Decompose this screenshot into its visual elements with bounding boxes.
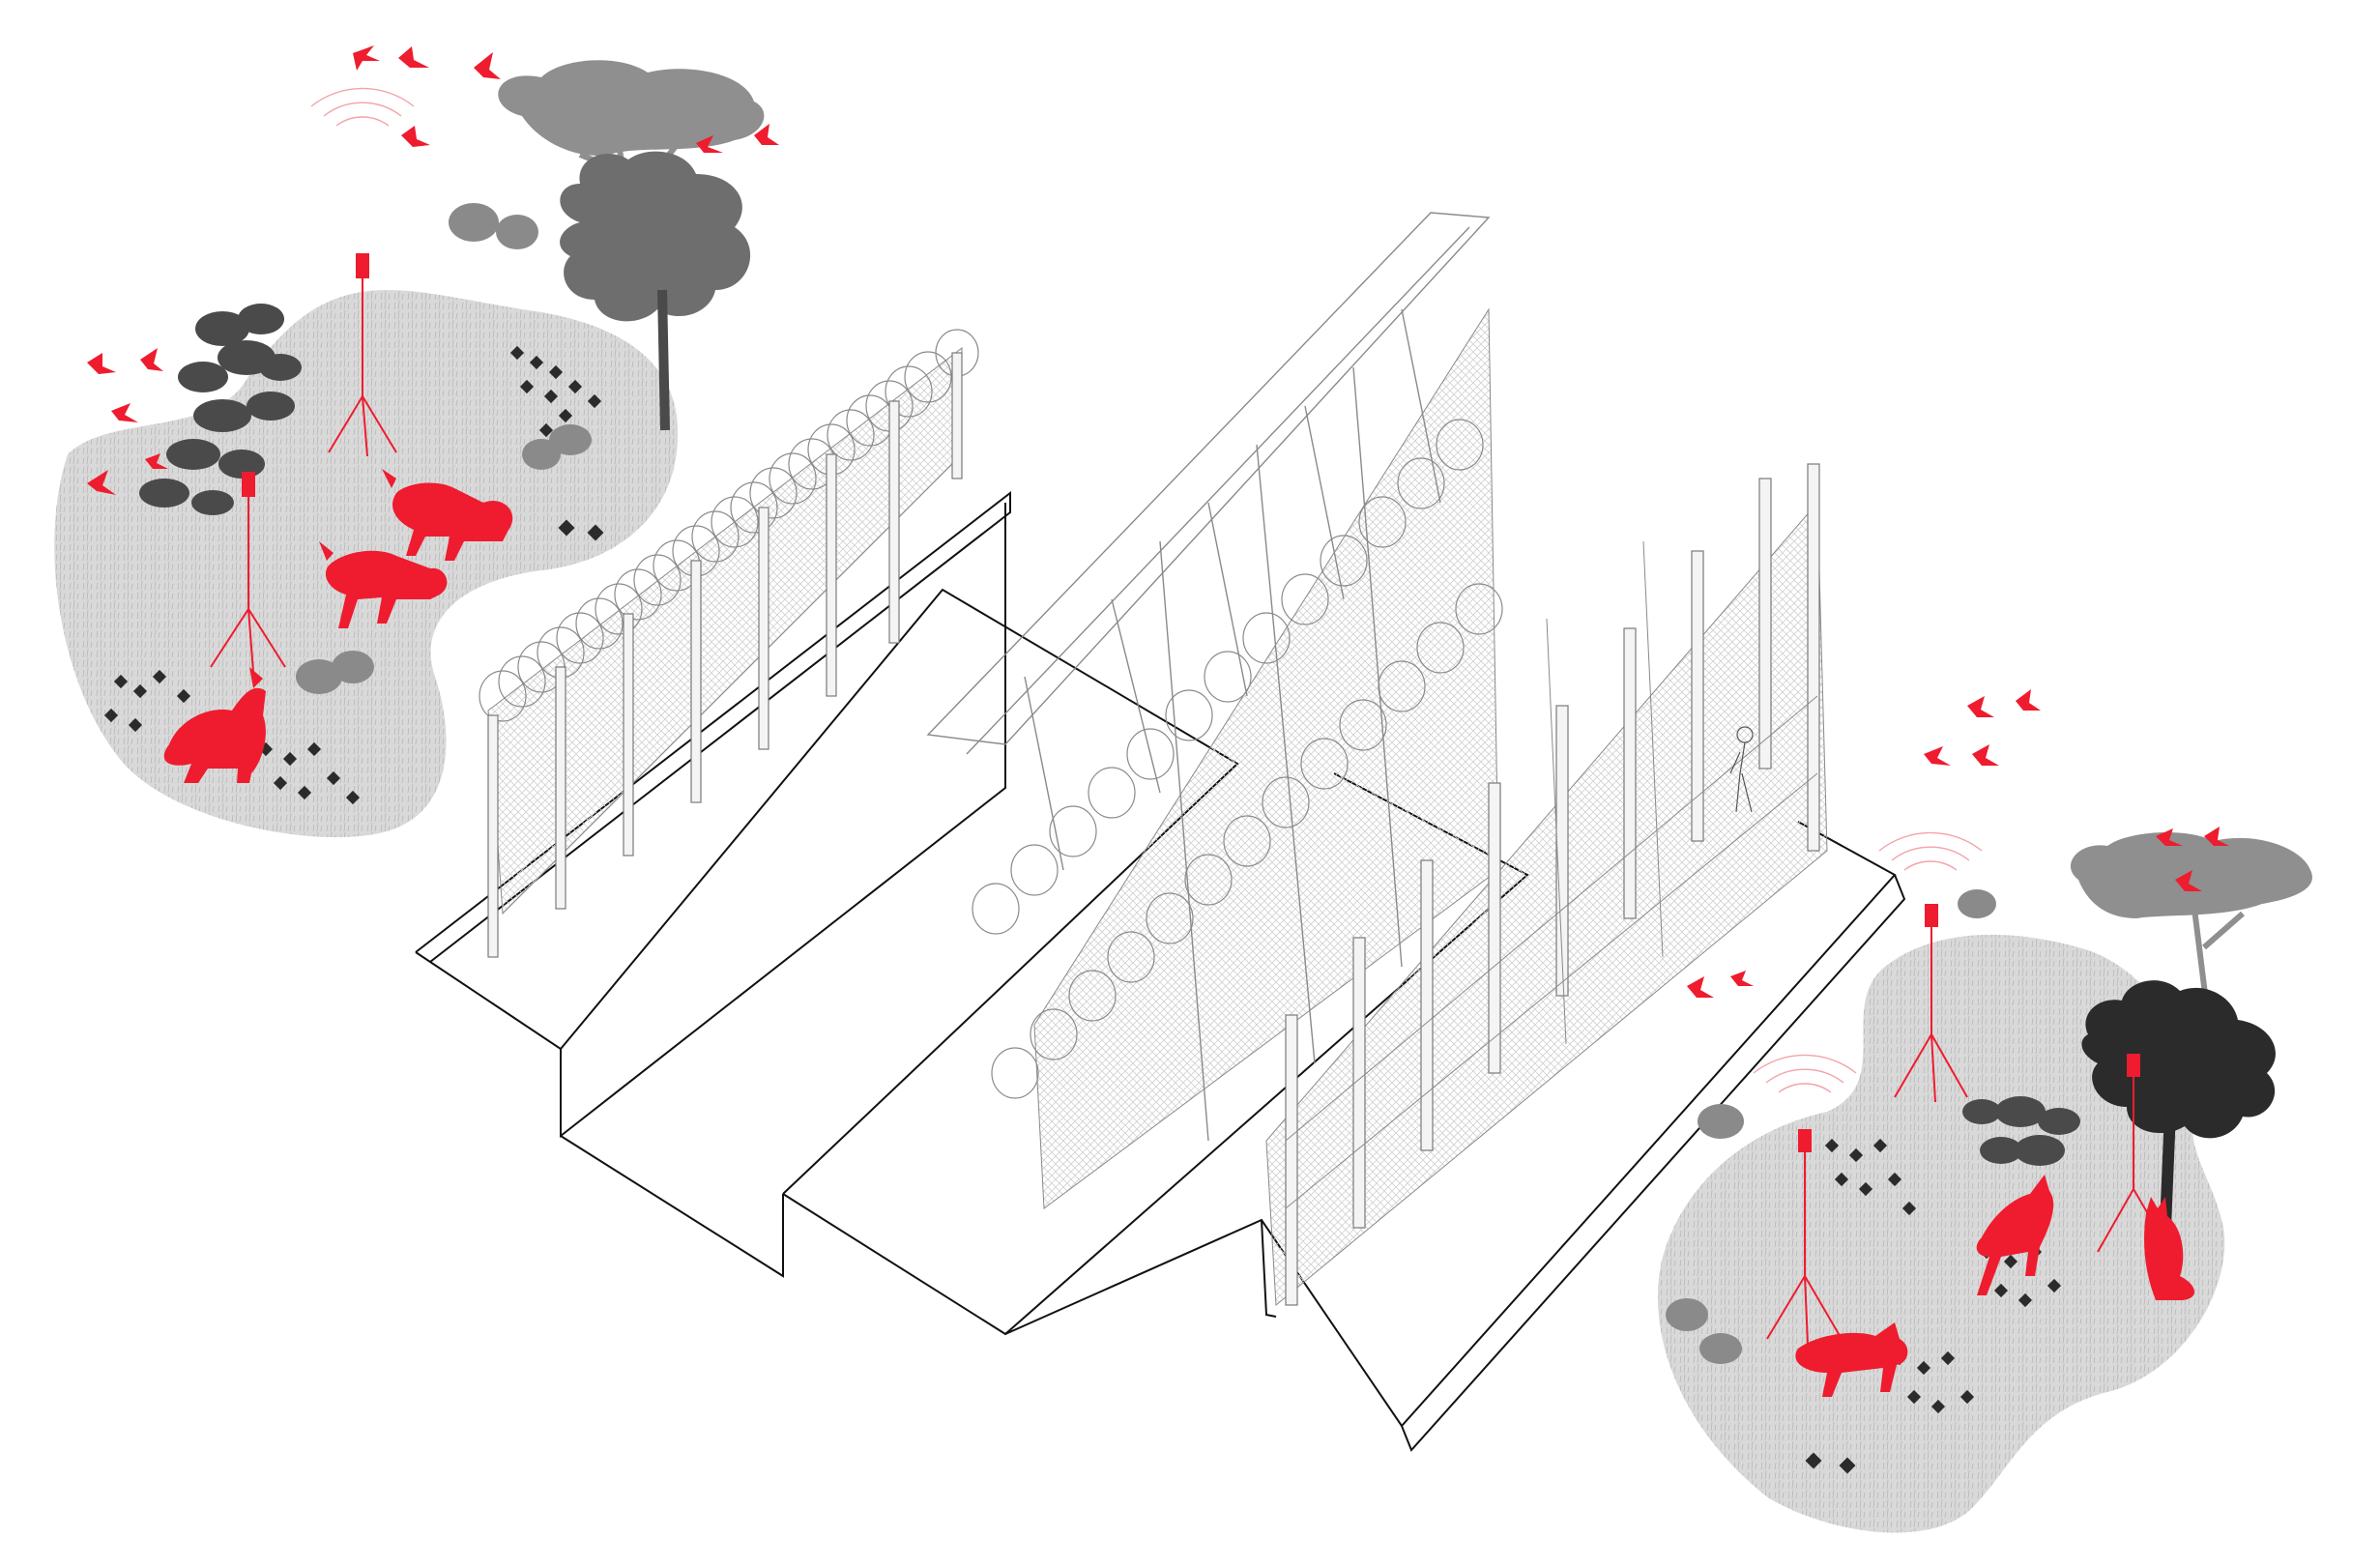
fox-left-3 [163,667,266,783]
gate-birds [1687,971,1754,998]
right-habitat [1657,689,2312,1533]
monstera-leaves-right [1666,889,1996,1364]
monstera-leaves-left [296,203,592,694]
bracing-right [1285,540,1818,1209]
fox-right-3 [1795,1322,1908,1397]
fence-posts-right [1285,463,1820,1306]
razor-wire-centre [972,419,1503,1099]
right-grass-texture [1657,934,2225,1533]
sensor-mast-right-2 [1753,1054,1857,1345]
ground-leaf-clusters-left [103,345,604,805]
fence-line-right [1265,463,1828,1307]
fence-posts-left [487,352,963,958]
fence-line-centre [926,212,1503,1209]
terrain-upper-left [415,490,1011,963]
dark-bush-right [1962,1096,2080,1166]
fox-left-2 [319,541,448,628]
leafy-tree-left [560,151,751,431]
birds-left [87,45,779,495]
sensor-mast-left-2 [210,472,286,673]
umbrella-tree-right [2070,831,2312,1026]
terrain-middle-slab [560,588,1239,1195]
sensor-mast-right-1 [1878,831,1983,1103]
human-silhouette [1729,726,1754,813]
fox-right-1 [1976,1175,2054,1295]
dark-bush-left [139,304,302,515]
birds-right [1924,689,2229,891]
sensor-mast-left-1 [310,87,415,457]
fox-left-1 [382,469,513,561]
overhang-frame-centre [926,212,1491,1142]
left-habitat [54,45,779,838]
fence-line-left [479,329,979,958]
fox-right-2 [2144,1197,2194,1300]
